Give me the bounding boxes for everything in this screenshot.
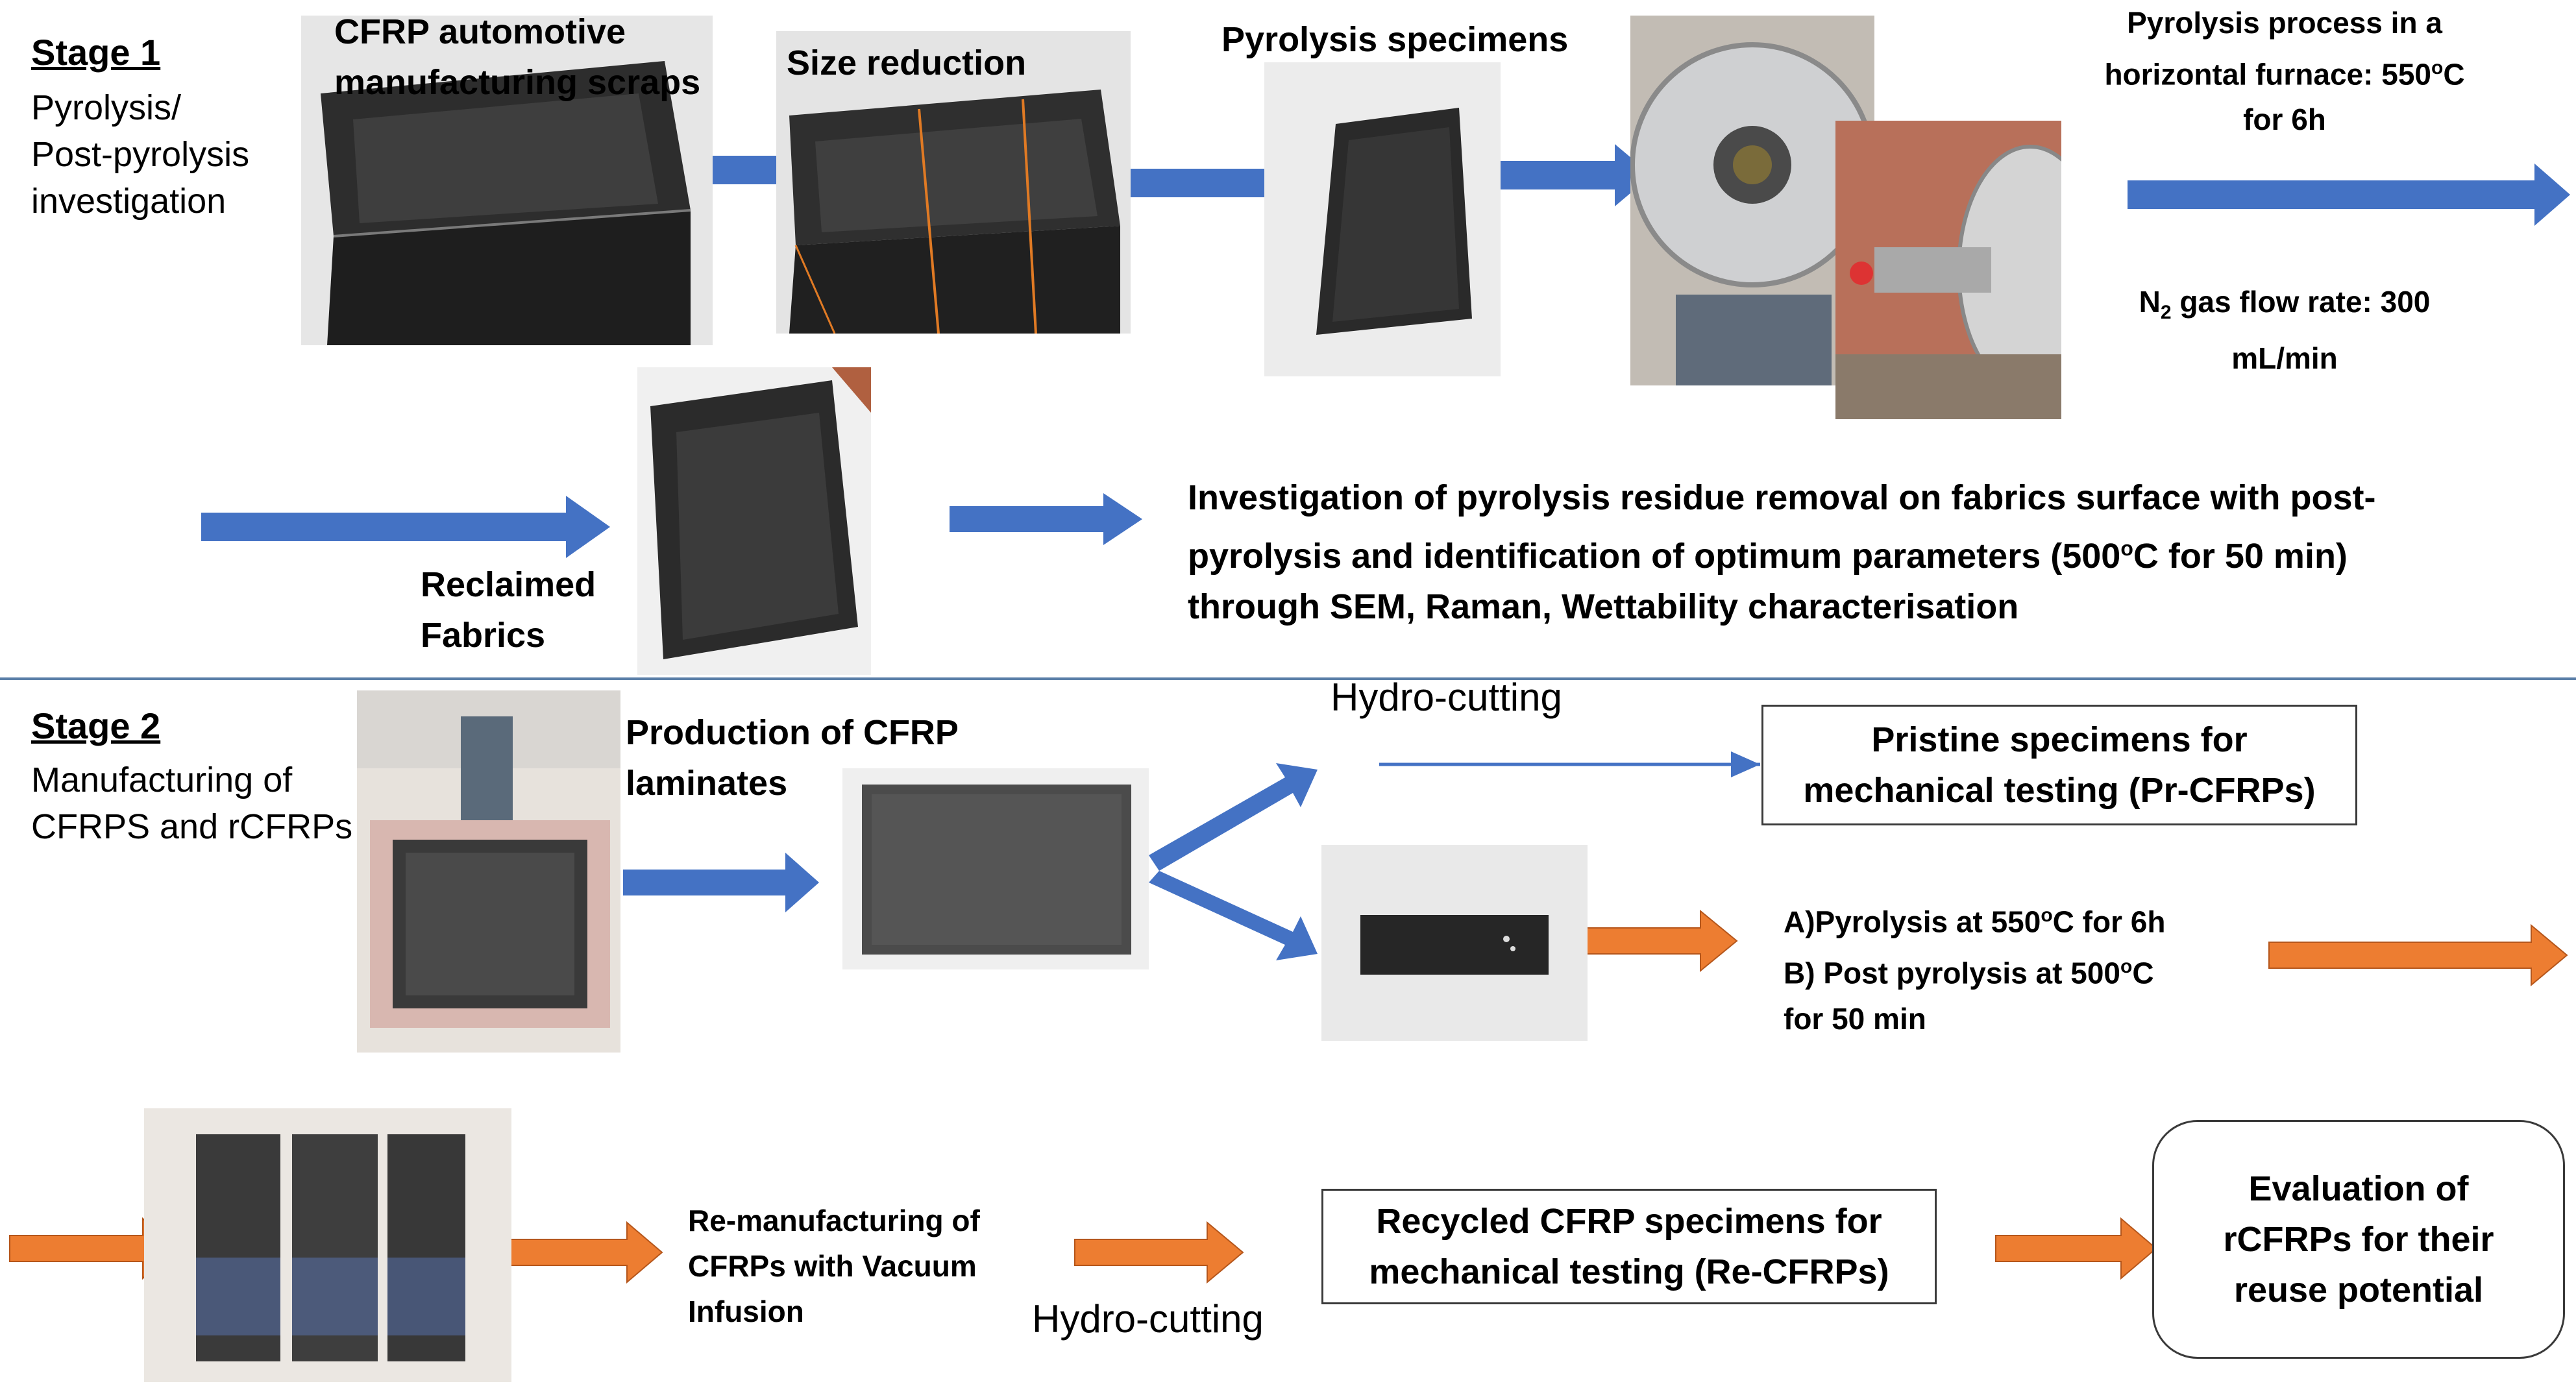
arrow-size-to-specimen (1115, 152, 1300, 214)
size-reduction-photo (776, 31, 1131, 334)
hydro-cutting-bottom-label: Hydro-cutting (1032, 1297, 1264, 1341)
hydro-cutting-top-label: Hydro-cutting (1331, 676, 1562, 719)
arrow-into-reclaimed (201, 496, 610, 558)
stage2-title: Stage 2 (31, 705, 161, 746)
arrow-pyro-steps-to-next (2268, 923, 2568, 987)
arrow-recycled-to-evaluation (1995, 1217, 2157, 1280)
arrow-specimen-to-furnace (1459, 144, 1652, 206)
arrow-strips-to-remanufacturing (490, 1221, 663, 1284)
evaluation-box: Evaluation of rCFRPs for their reuse pot… (2152, 1120, 2565, 1359)
pristine-specimens-box: Pristine specimens for mechanical testin… (1761, 705, 2357, 825)
arrow-setup-to-laminate (623, 853, 819, 912)
production-label: Production of CFRP laminates (626, 713, 959, 803)
cut-specimen-photo (1321, 845, 1588, 1041)
scraps-label: CFRP automotive manufacturing scraps (334, 12, 701, 102)
size-reduction-label: Size reduction (787, 43, 1027, 82)
vacuum-infusion-setup-photo (357, 690, 620, 1053)
stage1-subtitle: Pyrolysis/ Post-pyrolysis investigation (31, 88, 250, 221)
recycled-fabric-strips-photo (144, 1108, 511, 1382)
furnace-process-label: Pyrolysis process in a horizontal furnac… (2104, 6, 2465, 137)
arrow-remanufacturing-to-recycled (1074, 1221, 1244, 1284)
stage2-subtitle: Manufacturing of CFRPS and rCFRPs (31, 761, 353, 846)
cfrp-laminate-photo (842, 768, 1149, 969)
arrow-laminate-up (1149, 763, 1318, 871)
arrow-laminate-down (1149, 871, 1318, 960)
gas-flow-label: N2 gas flow rate: 300 mL/min (2139, 285, 2431, 376)
investigation-label: Investigation of pyrolysis residue remov… (1188, 478, 2376, 626)
reclaimed-fabrics-photo (637, 367, 871, 675)
furnace-photo-2 (1835, 121, 2061, 419)
pyrolysis-specimens-label: Pyrolysis specimens (1221, 20, 1569, 59)
pyrolysis-steps-label: A)Pyrolysis at 550oC for 6h B) Post pyro… (1784, 905, 2166, 1036)
cfrp-scraps-photo (301, 16, 713, 345)
arrow-reclaimed-to-investigation (950, 493, 1142, 545)
arrow-furnace-to-next (2128, 164, 2570, 226)
pyrolysis-specimen-photo (1264, 62, 1501, 376)
reclaimed-fabrics-label: Reclaimed Fabrics (421, 565, 596, 655)
stage1-title: Stage 1 (31, 32, 161, 73)
arrow-specimen-to-pyro-steps (1567, 909, 1738, 973)
recycled-specimens-box: Recycled CFRP specimens for mechanical t… (1321, 1189, 1937, 1304)
remanufacturing-label: Re-manufacturing of CFRPs with Vacuum In… (688, 1204, 980, 1328)
furnace-photo-1 (1630, 16, 1874, 385)
